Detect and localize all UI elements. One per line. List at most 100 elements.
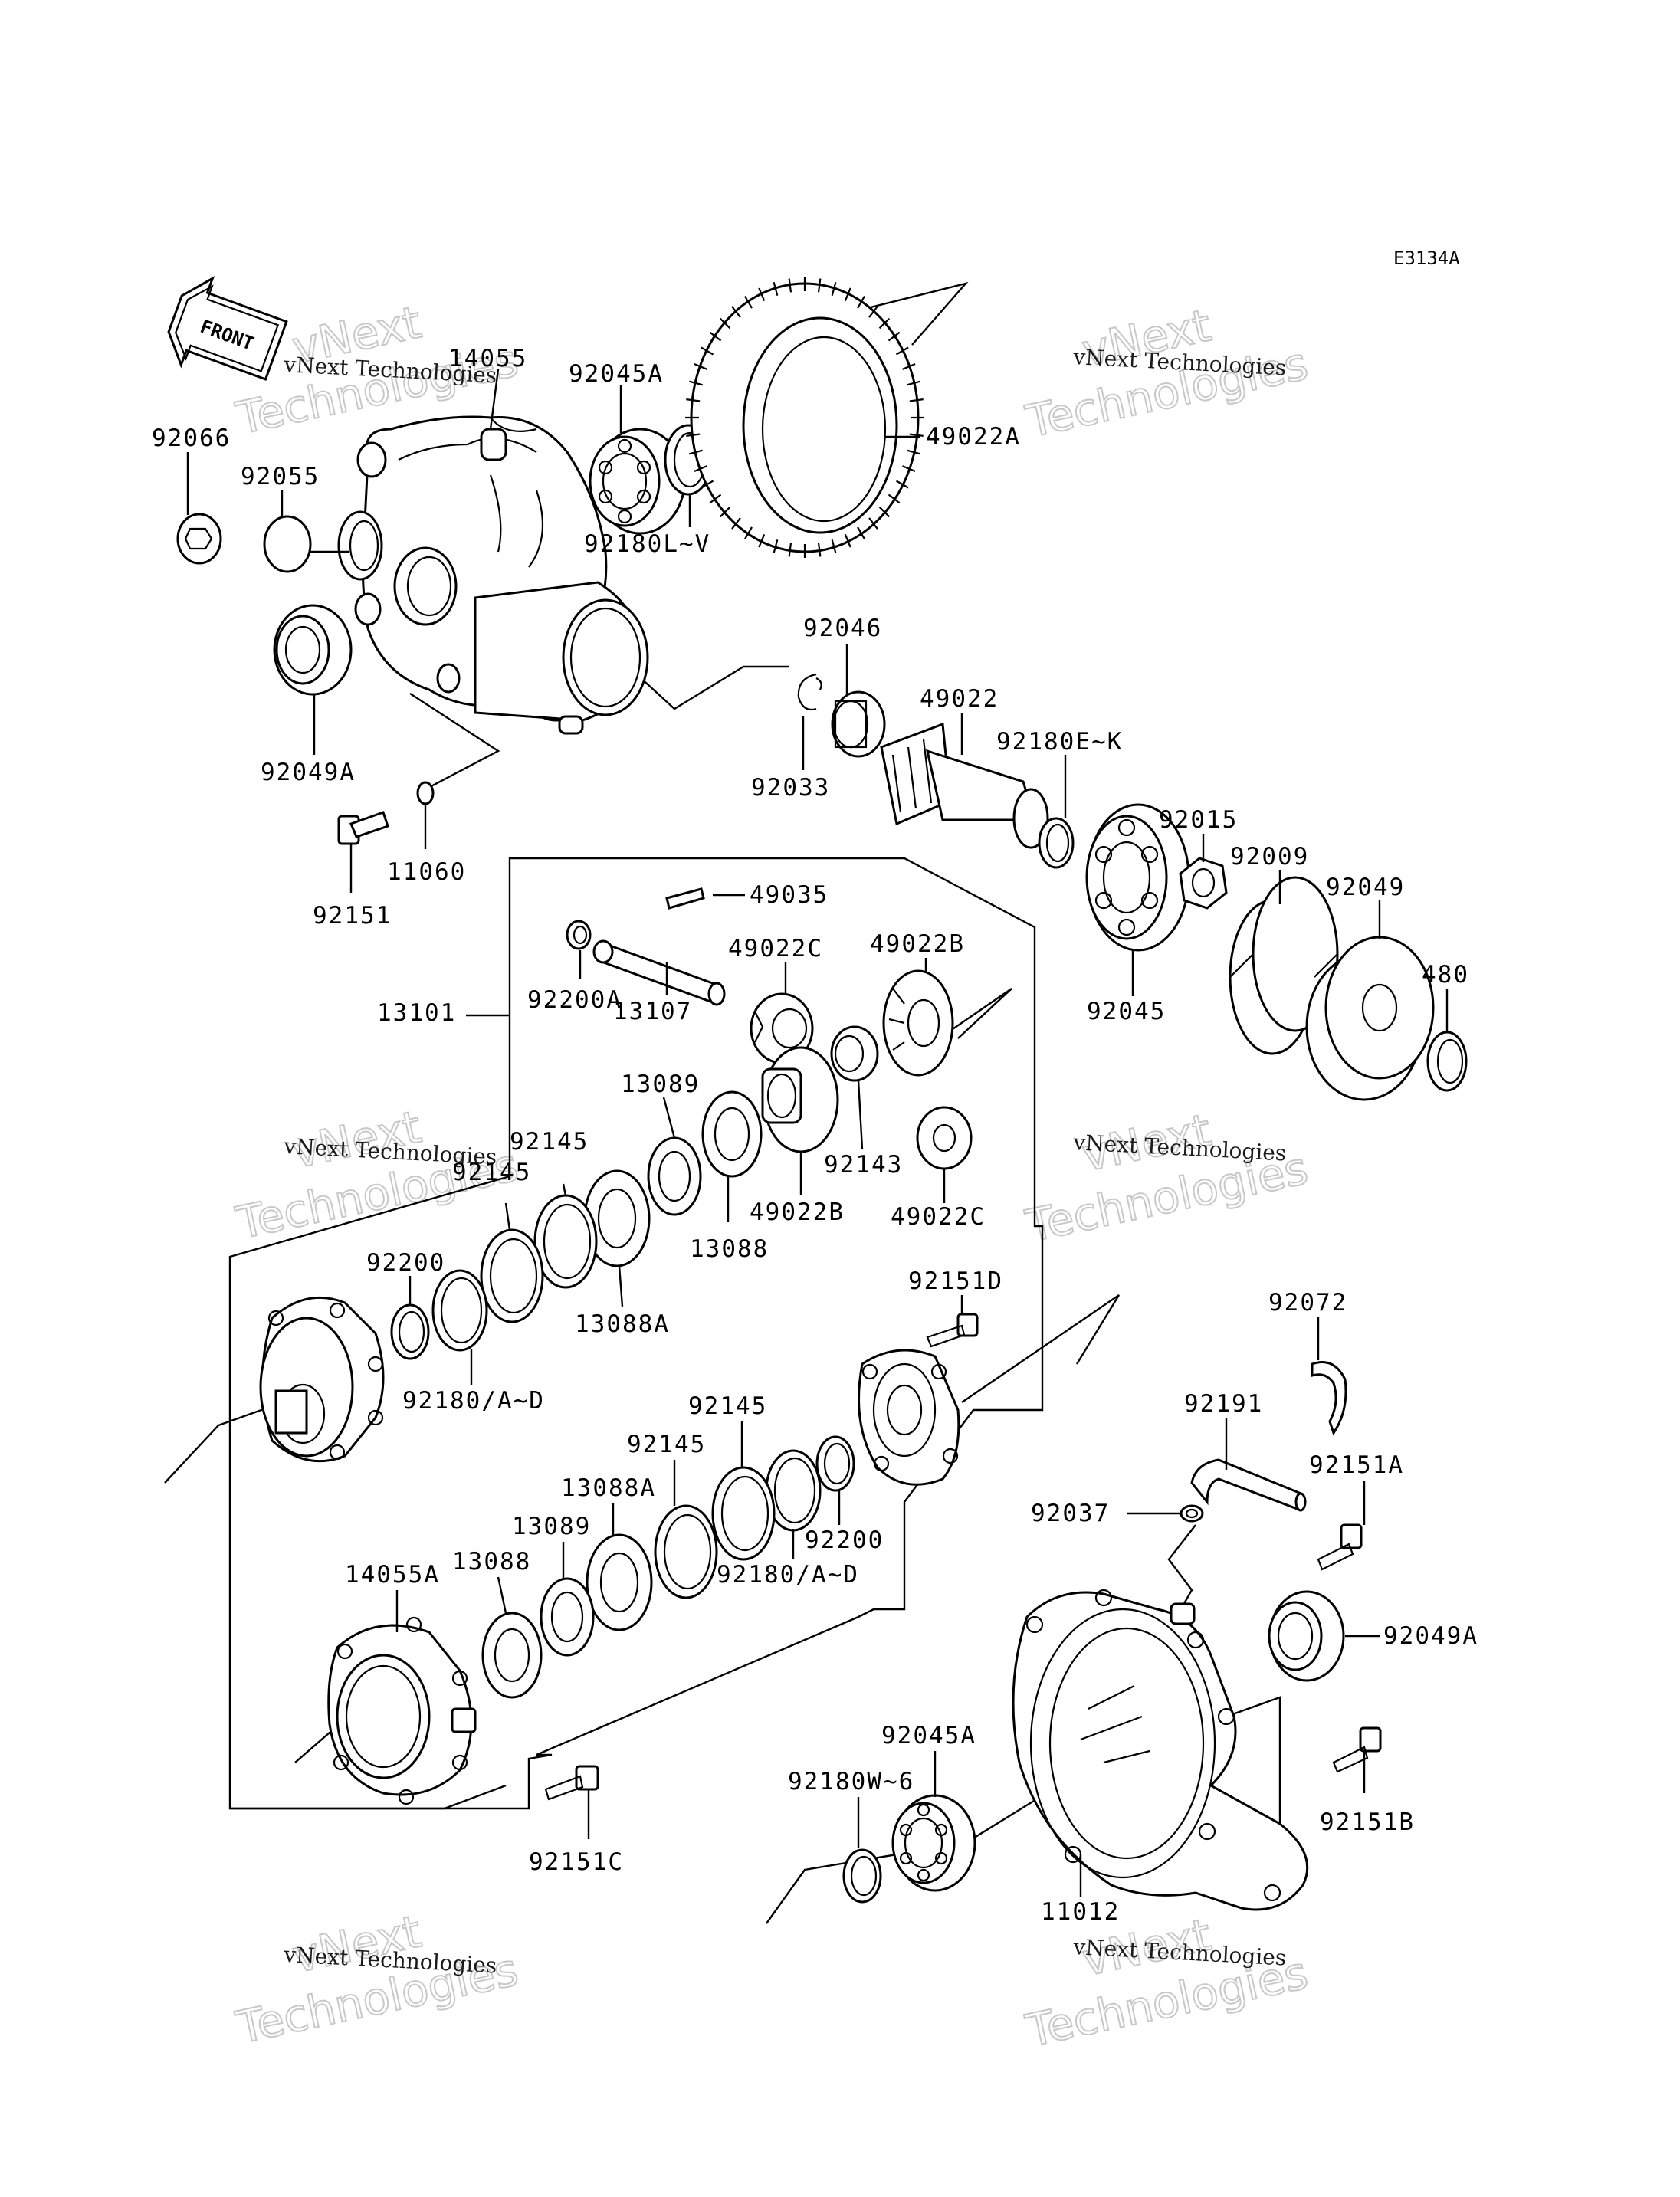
label-480: 480 xyxy=(1422,961,1469,989)
label-92191: 92191 xyxy=(1184,1390,1263,1418)
gear-tooth xyxy=(878,317,891,330)
label-92151D: 92151D xyxy=(908,1267,1003,1295)
bolt-92151B xyxy=(1332,1726,1382,1773)
label-92037: 92037 xyxy=(1031,1500,1110,1527)
gear-tooth xyxy=(857,526,865,540)
label-92151: 92151 xyxy=(313,902,392,930)
leader-hub-left xyxy=(164,1405,273,1484)
gear-tooth xyxy=(907,380,920,386)
gear-tooth xyxy=(686,398,701,402)
gear-tooth xyxy=(694,362,707,370)
gear-tooth xyxy=(689,380,703,386)
gear-tooth xyxy=(831,539,837,554)
plug-92066 xyxy=(176,513,222,565)
gear-tooth xyxy=(868,517,878,530)
bevel-gear-49022C-top xyxy=(750,992,814,1064)
gear-tooth xyxy=(895,480,909,489)
gear-tooth xyxy=(888,331,901,342)
label-49022A: 49022A xyxy=(926,423,1021,451)
housing-14055 xyxy=(337,415,649,735)
gear-tooth xyxy=(744,295,753,309)
label-92145-c: 92145 xyxy=(688,1392,767,1420)
diff-case-right xyxy=(858,1349,960,1486)
washer-92145-d xyxy=(654,1504,718,1599)
plate-13088-top xyxy=(701,1090,763,1178)
plate-13088-low xyxy=(481,1612,543,1699)
frame-differential-lower xyxy=(230,1784,507,1810)
shim-92180AD-left xyxy=(431,1269,488,1352)
gear-tooth xyxy=(758,287,766,301)
leader-casing-to-pinion xyxy=(628,665,789,710)
bolt-92151 xyxy=(337,811,389,845)
label-14055: 14055 xyxy=(448,345,527,372)
label-92015: 92015 xyxy=(1159,806,1238,834)
label-13088A-low: 13088A xyxy=(561,1474,656,1502)
label-92045-right: 92045 xyxy=(1087,998,1166,1025)
leader-lower-bearing xyxy=(766,1761,1097,1924)
gear-tooth xyxy=(689,449,703,455)
label-14055A: 14055A xyxy=(345,1561,440,1589)
circlip-480 xyxy=(1426,1031,1468,1092)
gear-tooth xyxy=(709,494,722,504)
diff-case-left-hub xyxy=(259,1296,385,1463)
oil-seal-92049A-left xyxy=(273,604,353,696)
label-49022C-top: 49022C xyxy=(728,935,823,962)
label-13107: 13107 xyxy=(613,998,692,1025)
gear-tooth xyxy=(817,278,822,293)
label-92180EK: 92180E~K xyxy=(996,728,1123,756)
gear-tooth xyxy=(686,433,701,437)
washer-92145-c xyxy=(711,1466,776,1561)
gear-tooth xyxy=(907,449,920,455)
oil-seal-92049A-right xyxy=(1268,1590,1345,1682)
gear-tooth xyxy=(744,526,753,540)
label-13088-top: 13088 xyxy=(690,1235,769,1263)
label-92049A-right: 92049A xyxy=(1383,1622,1478,1650)
label-92151B: 92151B xyxy=(1320,1808,1415,1836)
gear-tooth xyxy=(719,506,731,518)
gear-tooth xyxy=(773,539,779,554)
label-92151A: 92151A xyxy=(1309,1451,1404,1479)
leader-casing-to-gear xyxy=(827,281,969,346)
gear-tooth xyxy=(895,346,909,356)
clip-92037 xyxy=(1180,1504,1204,1523)
bevel-gear-49022C-mid xyxy=(916,1106,973,1170)
diagram-code: E3134A xyxy=(1393,248,1460,269)
leader-lines xyxy=(186,369,1449,1897)
plate-13088A-low xyxy=(586,1533,653,1631)
nut-92015 xyxy=(1179,857,1228,910)
label-49022B-mid: 49022B xyxy=(750,1199,845,1226)
needle-bearing-92046 xyxy=(831,690,886,758)
gear-tooth xyxy=(701,480,714,489)
bearing-92045A-top xyxy=(589,428,686,535)
gear-tooth xyxy=(731,306,741,318)
bearing-92045-right xyxy=(1085,803,1190,952)
label-11060: 11060 xyxy=(387,858,466,886)
washer-92145-b xyxy=(480,1228,544,1323)
gear-tooth xyxy=(909,433,924,437)
label-92180AD-right: 92180/A~D xyxy=(717,1561,859,1589)
gear-tooth xyxy=(844,534,851,548)
gear-tooth xyxy=(902,465,916,473)
label-92049A-left: 92049A xyxy=(261,759,356,786)
label-92180W6: 92180W~6 xyxy=(788,1768,914,1795)
bearing-92045A-low xyxy=(891,1794,976,1892)
gear-tooth xyxy=(857,295,865,309)
gear-tooth xyxy=(909,398,924,402)
gear-tooth xyxy=(831,281,837,296)
gear-tooth xyxy=(788,278,792,293)
label-92145-d: 92145 xyxy=(627,1431,706,1458)
hose-92191 xyxy=(1190,1458,1307,1512)
gear-tooth xyxy=(719,317,731,330)
disc-13089-top xyxy=(647,1136,702,1216)
washer-92200-right xyxy=(815,1435,855,1492)
watermark-mid-right: vNext Technologies xyxy=(1021,1103,1314,1253)
label-92200A: 92200A xyxy=(527,986,622,1014)
washer-92145-a xyxy=(533,1194,598,1289)
label-92033: 92033 xyxy=(751,774,830,802)
label-92066: 92066 xyxy=(152,425,231,452)
label-92049: 92049 xyxy=(1326,874,1405,901)
label-92045A-low: 92045A xyxy=(881,1722,976,1749)
gear-tooth xyxy=(758,534,766,548)
gear-tooth xyxy=(888,494,901,504)
o-ring-92055 xyxy=(263,515,312,573)
